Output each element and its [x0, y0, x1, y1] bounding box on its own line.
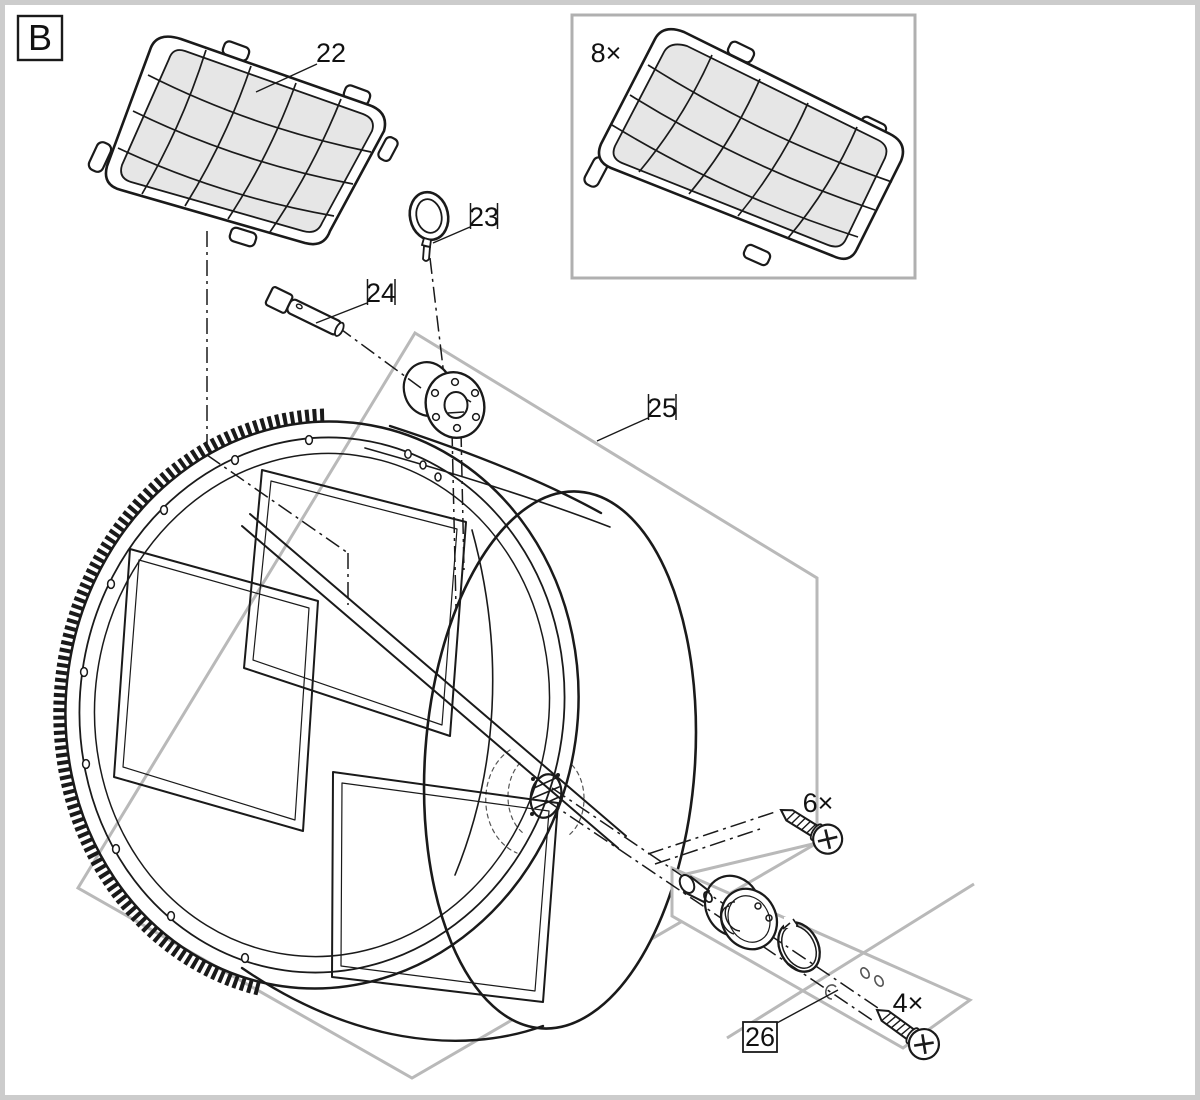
- spacer-ovals: [825, 967, 884, 1000]
- inset-box: 8×: [570, 13, 917, 280]
- qty-6x-label: 6×: [803, 788, 834, 818]
- leader-25: [596, 417, 649, 442]
- axis-pin-24: [337, 326, 422, 389]
- exploded-parts-drawing: 8× 22 23 24 25 6× 4× 26 B: [16, 13, 975, 1080]
- screw-6x: [779, 808, 844, 855]
- part-labels: 22 23 24 25 6× 4× 26: [316, 38, 924, 1053]
- drum-back-disc: [422, 490, 698, 1030]
- drum-gear-teeth: [53, 408, 327, 996]
- leader-22: [255, 63, 318, 93]
- construction-panel-bearing: [670, 865, 975, 1050]
- drum-shell-bottom-edge: [240, 966, 545, 1042]
- svg-text:26: 26: [745, 1022, 775, 1052]
- panel-mesh-area: [120, 49, 374, 233]
- label-26: 26: [742, 1021, 778, 1053]
- drum-front-ring: [64, 420, 580, 990]
- drum-assembly: [53, 408, 698, 1042]
- axis-panel-22: [206, 231, 349, 605]
- label-25: 25: [647, 393, 677, 423]
- axis-screws-6x: [647, 810, 779, 865]
- label-23: 23: [469, 202, 499, 232]
- qty-8x-label: 8×: [591, 38, 622, 68]
- view-label: B: [16, 14, 64, 62]
- o-ring: [777, 917, 821, 973]
- drum-interior: [113, 447, 627, 1003]
- leader-24: [315, 302, 368, 324]
- label-22: 22: [316, 38, 346, 68]
- leader-23: [432, 226, 471, 244]
- panel-mesh-grid: [117, 49, 372, 233]
- clip-c: [825, 984, 837, 1000]
- axle-pin: [264, 286, 345, 337]
- mesh-panel-22: [87, 35, 399, 248]
- bearing-bushing: [703, 874, 779, 951]
- axis-ring-23: [429, 257, 465, 609]
- assembly-axes: [206, 231, 879, 1021]
- bearing-kit: [678, 874, 884, 1000]
- drum-rim-holes: [79, 434, 442, 964]
- view-letter: B: [28, 17, 52, 58]
- label-ticks: [366, 203, 677, 420]
- inset-mesh-panel: [583, 27, 905, 267]
- axis-drum-shaft: [545, 787, 879, 1021]
- label-24: 24: [366, 278, 396, 308]
- drum-shell-top-edge: [388, 424, 603, 515]
- ring-pin: [408, 190, 450, 262]
- leader-lines: [255, 63, 839, 1025]
- qty-4x-label: 4×: [893, 988, 924, 1018]
- panel-tabs: [87, 40, 399, 248]
- flange-hub: [402, 361, 486, 439]
- leader-26: [774, 989, 839, 1025]
- screw-4x: [875, 1008, 941, 1061]
- cone-pin: [678, 874, 713, 904]
